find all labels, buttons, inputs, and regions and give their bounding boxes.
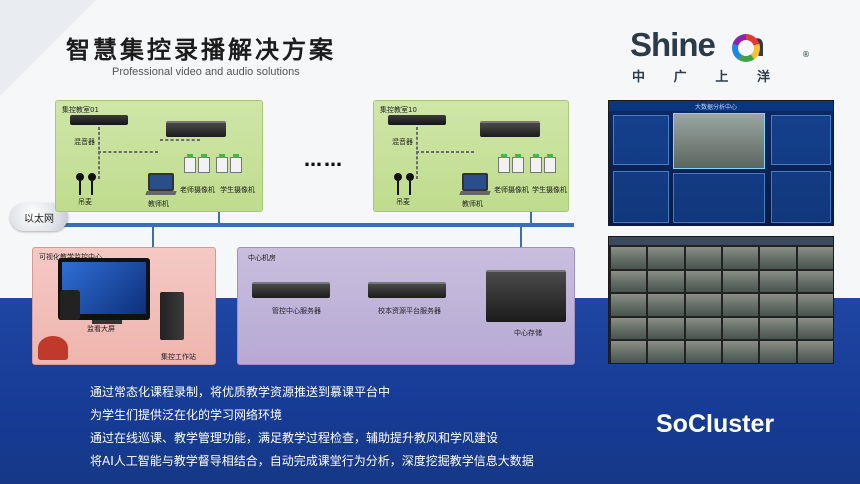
- management-server-icon: [252, 282, 330, 298]
- mixer-label: 混音器: [392, 138, 413, 146]
- ethernet-backbone-line: [40, 223, 574, 227]
- teacher-camera-icon: [198, 154, 210, 173]
- logo-registered-mark: ®: [802, 50, 810, 59]
- mixer-label: 混音器: [74, 138, 95, 146]
- connector-line: [152, 225, 154, 247]
- monitor-stand: [92, 320, 122, 324]
- teacher-pc-label: 教师机: [462, 200, 483, 208]
- ethernet-label: 以太网: [24, 214, 54, 225]
- ceiling-mic-icon: [406, 173, 414, 195]
- dashboard-panel: [771, 115, 831, 165]
- dashed-link: [416, 151, 474, 153]
- classroom-10-title: 集控教室10: [380, 106, 417, 114]
- teacher-camera-label: 老师摄像机: [180, 186, 215, 194]
- resource-server-label: 校本资源平台服务器: [378, 307, 441, 315]
- teacher-pc-label: 教师机: [148, 200, 169, 208]
- teacher-camera-label: 老师摄像机: [494, 186, 529, 194]
- logo-color-ring-icon: [732, 34, 760, 62]
- workstation-tower-icon: [160, 292, 184, 340]
- description-line: 通过常态化课程录制，将优质教学资源推送到慕课平台中: [90, 385, 391, 399]
- description-line: 为学生们提供泛在化的学习网络环境: [90, 408, 283, 422]
- ceiling-mic-icon: [76, 173, 84, 195]
- ceiling-mic-icon: [394, 173, 402, 195]
- teacher-laptop-icon: [462, 173, 488, 191]
- more-classrooms-ellipsis: ……: [304, 150, 344, 171]
- dashboard-panel: [771, 171, 831, 223]
- dashboard-panel: [613, 115, 669, 165]
- teacher-laptop-icon: [148, 173, 174, 191]
- classroom-01-title: 集控教室01: [62, 106, 99, 114]
- dashed-link: [416, 127, 418, 179]
- student-camera-icon: [530, 154, 542, 173]
- classroom-10-panel: 集控教室10 混音器 吊麦 老师摄像机 学生摄像机 教师机: [373, 100, 569, 212]
- student-camera-label: 学生摄像机: [532, 186, 567, 194]
- classroom-01-panel: 集控教室01 混音器 吊麦 老师摄像机 学生摄像机 教师机: [55, 100, 263, 212]
- management-server-label: 管控中心服务器: [272, 307, 321, 315]
- logo-chinese-name: 中 广 上 洋: [632, 70, 772, 85]
- student-camera-label: 学生摄像机: [220, 186, 255, 194]
- student-camera-icon: [216, 154, 228, 173]
- dashed-link: [98, 151, 158, 153]
- teacher-camera-icon: [498, 154, 510, 173]
- dashboard-panel: [673, 173, 765, 223]
- data-center-title: 中心机房: [248, 254, 276, 262]
- teacher-camera-icon: [184, 154, 196, 173]
- student-camera-icon: [544, 154, 556, 173]
- corner-decoration: [0, 0, 96, 96]
- connector-line: [218, 210, 220, 224]
- recording-host: [480, 121, 540, 137]
- student-camera-icon: [230, 154, 242, 173]
- classroom-video-wall-screenshot: [608, 236, 834, 364]
- monitor-center-title: 可视化教学监控中心: [39, 253, 102, 261]
- storage-label: 中心存储: [514, 329, 542, 337]
- classroom-video-thumbnail: [673, 113, 765, 169]
- teacher-camera-icon: [512, 154, 524, 173]
- workstation-label: 集控工作站: [161, 353, 196, 361]
- shineon-logo: Shinen ® 中 广 上 洋: [630, 26, 810, 86]
- dashed-link: [98, 127, 100, 179]
- operator-icon: [38, 336, 68, 360]
- mixer-device: [388, 115, 446, 125]
- dashboard-title: 大数据分析中心: [695, 104, 738, 111]
- logo-wordmark-left: Shine: [630, 26, 716, 63]
- ceiling-mic-icon: [88, 173, 96, 195]
- mic-label: 吊麦: [78, 198, 92, 206]
- data-center-panel: 中心机房 管控中心服务器 校本资源平台服务器 中心存储: [237, 247, 575, 365]
- mic-label: 吊麦: [396, 198, 410, 206]
- dashboard-panel: [613, 171, 669, 223]
- screen-label: 监看大屏: [87, 325, 115, 333]
- video-grid: [611, 247, 833, 363]
- connector-line: [520, 225, 522, 247]
- analytics-dashboard-screenshot: 大数据分析中心: [608, 100, 834, 226]
- description-line: 将AI人工智能与教学督导相结合，自动完成课堂行为分析，深度挖掘教学信息大数据: [90, 454, 534, 468]
- mixer-device: [70, 115, 128, 125]
- slide-title: 智慧集控录播解决方案: [66, 36, 336, 64]
- connector-line: [530, 210, 532, 224]
- description-line: 通过在线巡课、教学管理功能，满足教学过程检查，辅助提升教风和学风建设: [90, 431, 499, 445]
- dashed-link: [160, 139, 200, 141]
- slide-subtitle: Professional video and audio solutions: [112, 66, 300, 78]
- control-keypad-icon: [60, 290, 80, 320]
- recording-host: [166, 121, 226, 137]
- socluster-brand: SoCluster: [656, 410, 775, 438]
- storage-array-icon: [486, 270, 566, 322]
- resource-server-icon: [368, 282, 446, 298]
